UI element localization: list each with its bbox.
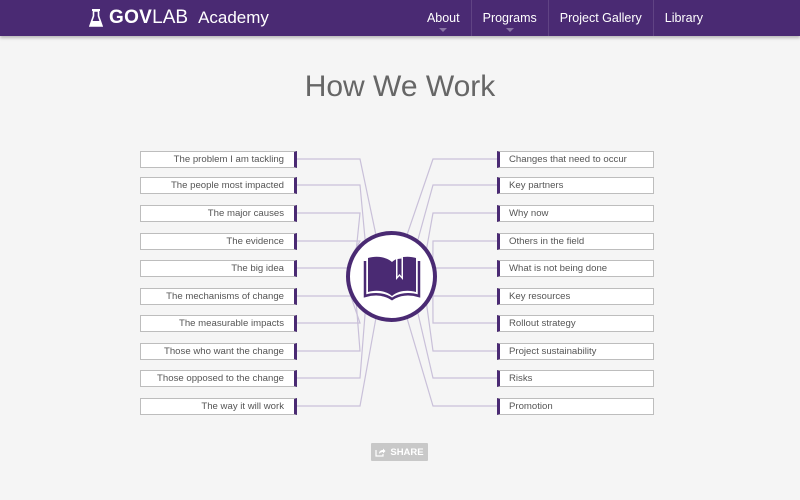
- left-item-box[interactable]: The people most impacted: [140, 177, 297, 194]
- share-label: SHARE: [390, 446, 424, 458]
- center-book-badge: [346, 231, 437, 322]
- connector-line: [297, 158, 377, 235]
- connector-line: [432, 294, 497, 324]
- connector-line: [297, 212, 361, 249]
- right-item-box[interactable]: Why now: [497, 205, 654, 222]
- right-item-box[interactable]: Key resources: [497, 288, 654, 305]
- nav-programs-label: Programs: [482, 11, 537, 25]
- top-navigation-bar: GOV LAB Academy About Programs Project G…: [0, 0, 800, 36]
- share-button[interactable]: SHARE: [371, 443, 428, 461]
- nav-library[interactable]: Library: [652, 0, 800, 36]
- right-item-box[interactable]: Key partners: [497, 177, 654, 194]
- nav-project-gallery-label: Project Gallery: [559, 11, 642, 25]
- right-item-box[interactable]: Promotion: [497, 398, 654, 415]
- brand-logo[interactable]: GOV LAB Academy: [89, 0, 269, 36]
- open-book-icon: [363, 256, 420, 301]
- left-item-box[interactable]: The big idea: [140, 260, 297, 277]
- brand-academy: Academy: [198, 8, 269, 27]
- connector-line: [417, 184, 497, 241]
- brand-lab: LAB: [152, 7, 189, 28]
- caret-down-icon: [505, 28, 514, 32]
- connector-line: [406, 158, 497, 235]
- nav-about-label: About: [426, 11, 460, 25]
- connector-line: [432, 282, 497, 297]
- right-item-box[interactable]: Project sustainability: [497, 343, 654, 360]
- connector-line: [431, 267, 497, 271]
- right-item-box[interactable]: Rollout strategy: [497, 315, 654, 332]
- connector-line: [297, 318, 377, 407]
- nav-library-label: Library: [664, 11, 703, 25]
- right-item-box[interactable]: Risks: [497, 370, 654, 387]
- share-icon: [375, 448, 386, 457]
- right-item-box[interactable]: Others in the field: [497, 233, 654, 250]
- left-item-box[interactable]: The way it will work: [140, 398, 297, 415]
- right-item-box[interactable]: Changes that need to occur: [497, 151, 654, 168]
- nav-about[interactable]: About: [416, 0, 471, 36]
- connector-line: [297, 304, 361, 352]
- flask-icon: [89, 7, 103, 29]
- left-item-box[interactable]: The problem I am tackling: [140, 151, 297, 168]
- page-title: How We Work: [304, 70, 496, 103]
- connector-line: [297, 312, 366, 379]
- connector-line: [432, 240, 497, 259]
- right-item-box[interactable]: What is not being done: [497, 260, 654, 277]
- left-item-box[interactable]: Those who want the change: [140, 343, 297, 360]
- connector-line: [297, 184, 366, 241]
- left-item-box[interactable]: Those opposed to the change: [140, 370, 297, 387]
- connector-line: [426, 212, 497, 249]
- connector-line: [417, 312, 497, 379]
- nav-programs[interactable]: Programs: [470, 0, 548, 36]
- caret-down-icon: [439, 28, 448, 32]
- connector-line: [406, 318, 497, 407]
- left-item-box[interactable]: The evidence: [140, 233, 297, 250]
- nav-project-gallery[interactable]: Project Gallery: [547, 0, 653, 36]
- main-nav: About Programs Project Gallery Library: [416, 0, 800, 36]
- left-item-box[interactable]: The mechanisms of change: [140, 288, 297, 305]
- brand-gov: GOV: [109, 7, 153, 28]
- connector-line: [426, 304, 497, 352]
- left-item-box[interactable]: The major causes: [140, 205, 297, 222]
- left-item-box[interactable]: The measurable impacts: [140, 315, 297, 332]
- connector-line: [297, 294, 361, 324]
